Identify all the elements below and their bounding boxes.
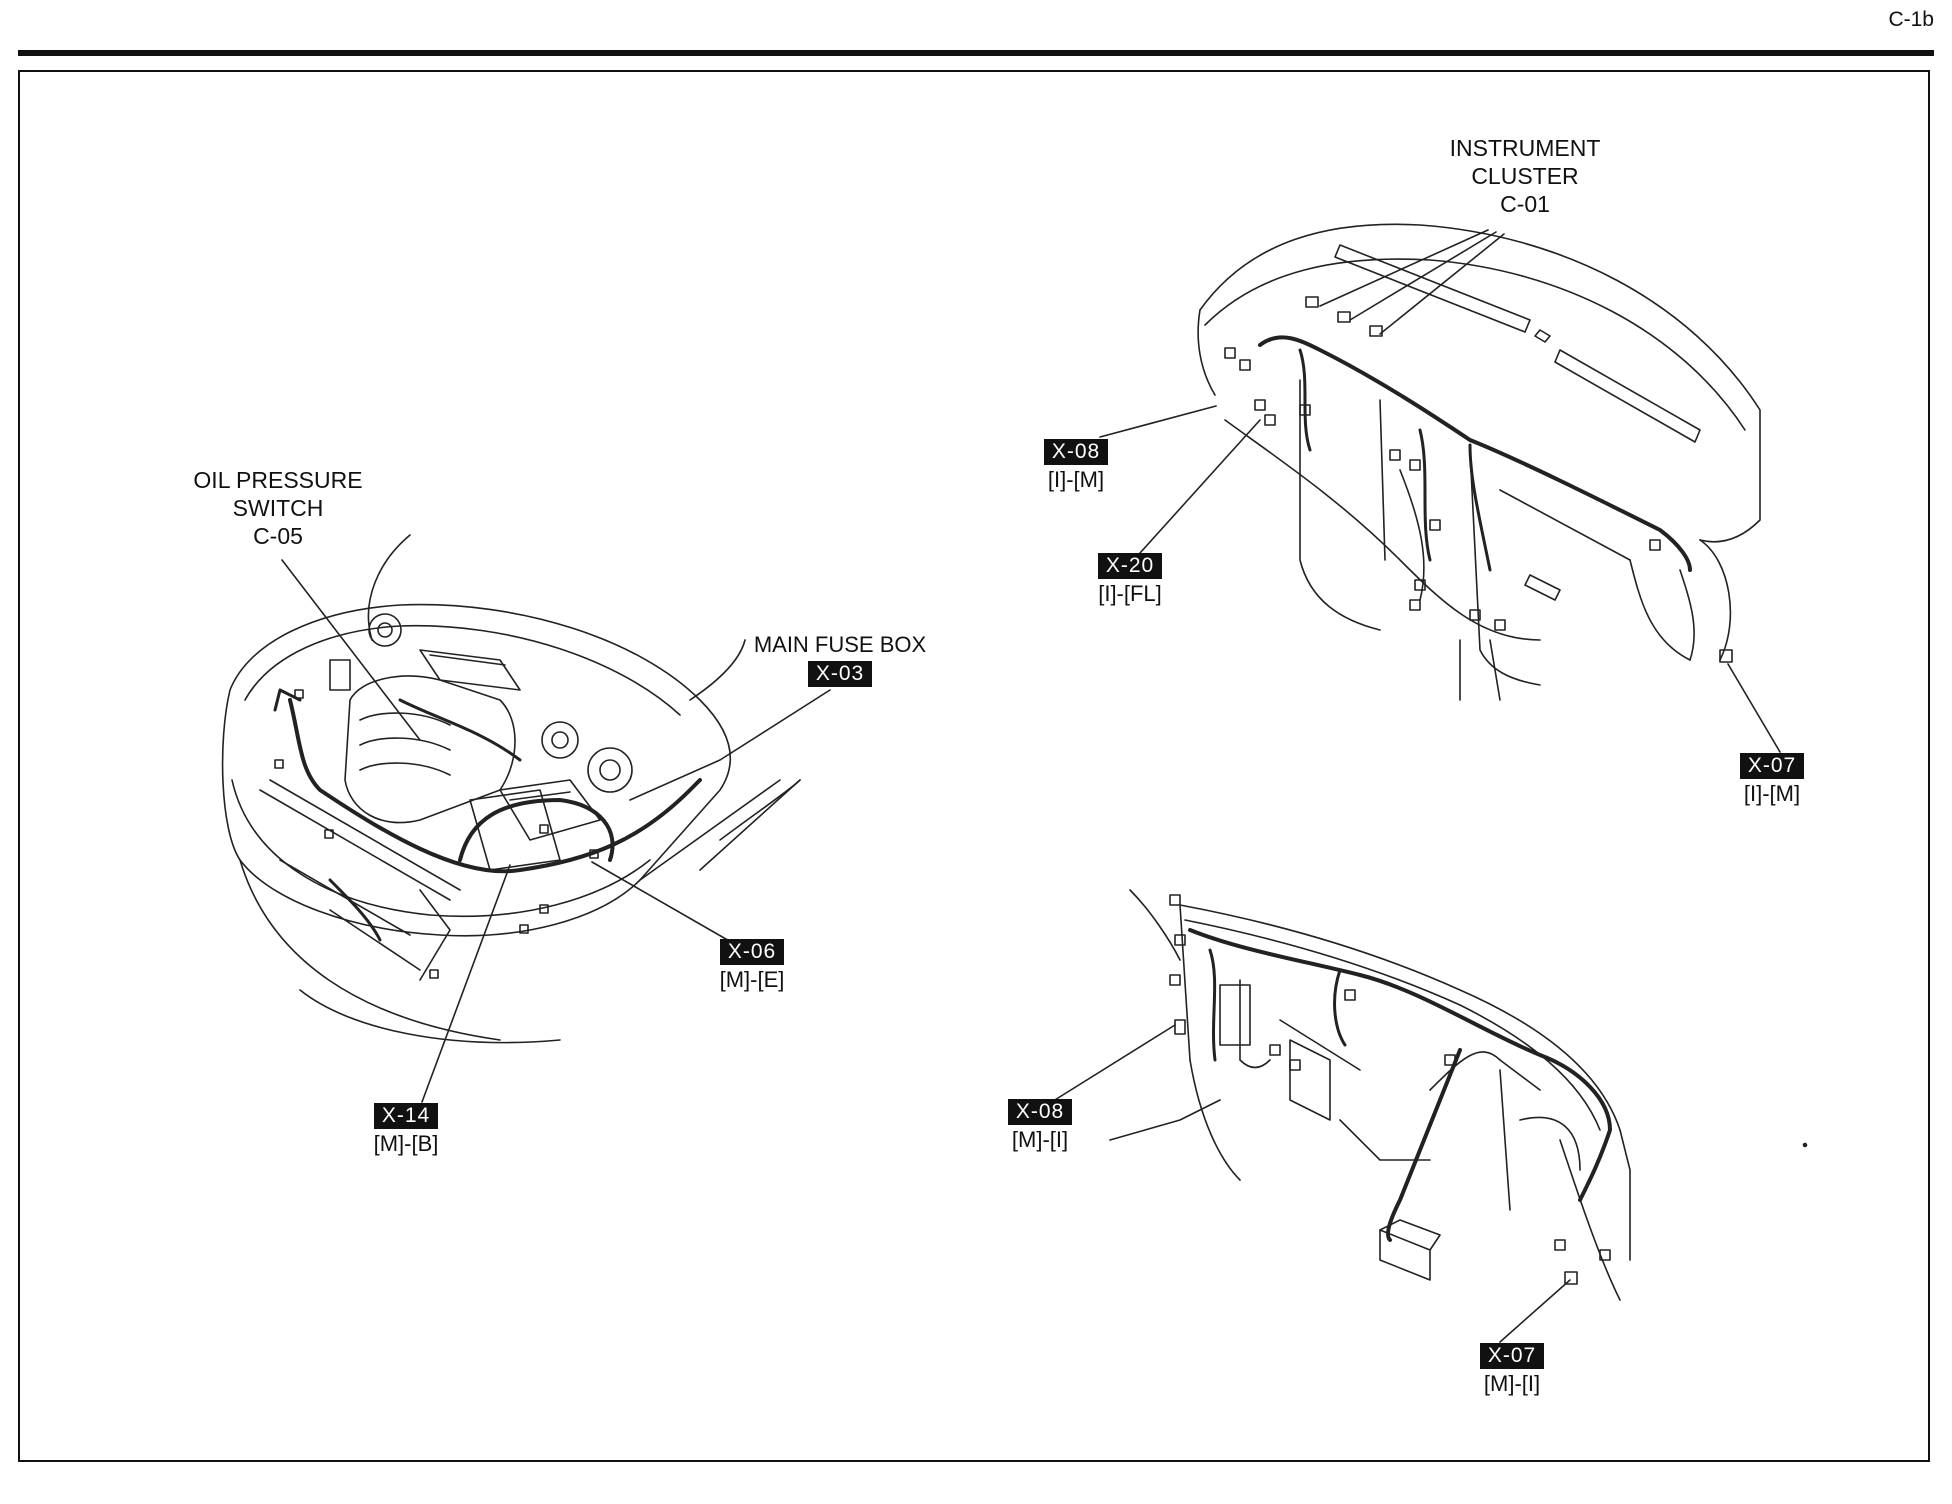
connector-x07-top-sub: [I]-[M] [1743, 781, 1801, 806]
connector-x14-sub: [M]-[B] [373, 1131, 439, 1156]
main-fuse-box-label: MAIN FUSE BOX X-03 [735, 630, 945, 687]
oil-pressure-switch-line1: OIL PRESSURE [193, 467, 363, 493]
connector-x06: X-06 [M]-[E] [712, 938, 792, 995]
connector-x07-bottom-code: X-07 [1479, 1343, 1545, 1369]
oil-pressure-switch-code: C-05 [253, 523, 303, 549]
connector-x07-top: X-07 [I]-[M] [1732, 752, 1812, 809]
dashboard-illustration [1099, 223, 1781, 753]
connector-x08-top-sub: [I]-[M] [1047, 467, 1105, 492]
page-id: C-1b [1888, 8, 1934, 31]
connector-x20: X-20 [I]-[FL] [1090, 552, 1170, 609]
engine-bay-illustration [221, 534, 831, 1103]
connector-x20-sub: [I]-[FL] [1098, 581, 1162, 606]
oil-pressure-switch-line2: SWITCH [232, 495, 324, 521]
connector-x06-code: X-06 [719, 939, 785, 965]
connector-x07-bottom-sub: [M]-[I] [1483, 1371, 1541, 1396]
connector-x07-top-code: X-07 [1739, 753, 1805, 779]
main-fuse-box-code: X-03 [807, 661, 873, 687]
connector-x07-bottom: X-07 [M]-[I] [1472, 1342, 1552, 1399]
connector-x06-sub: [M]-[E] [719, 967, 785, 992]
instrument-cluster-code: C-01 [1500, 191, 1550, 217]
connector-x08-top-code: X-08 [1043, 439, 1109, 465]
instrument-cluster-line1: INSTRUMENT [1449, 135, 1601, 161]
under-dash-illustration [1049, 889, 1808, 1343]
connector-x08-bottom: X-08 [M]-[I] [1000, 1098, 1080, 1155]
main-fuse-box-text: MAIN FUSE BOX [753, 632, 927, 657]
oil-pressure-switch-label: OIL PRESSURE SWITCH C-05 [178, 466, 378, 550]
connector-x08-bottom-code: X-08 [1007, 1099, 1073, 1125]
connector-x08-top: X-08 [I]-[M] [1036, 438, 1116, 495]
instrument-cluster-line2: CLUSTER [1471, 163, 1579, 189]
connector-x14: X-14 [M]-[B] [366, 1102, 446, 1159]
connector-x20-code: X-20 [1097, 553, 1163, 579]
connector-x08-bottom-sub: [M]-[I] [1011, 1127, 1069, 1152]
instrument-cluster-label: INSTRUMENT CLUSTER C-01 [1440, 134, 1610, 218]
connector-x14-code: X-14 [373, 1103, 439, 1129]
diagram-frame [18, 70, 1930, 1462]
header-rule [18, 50, 1934, 56]
